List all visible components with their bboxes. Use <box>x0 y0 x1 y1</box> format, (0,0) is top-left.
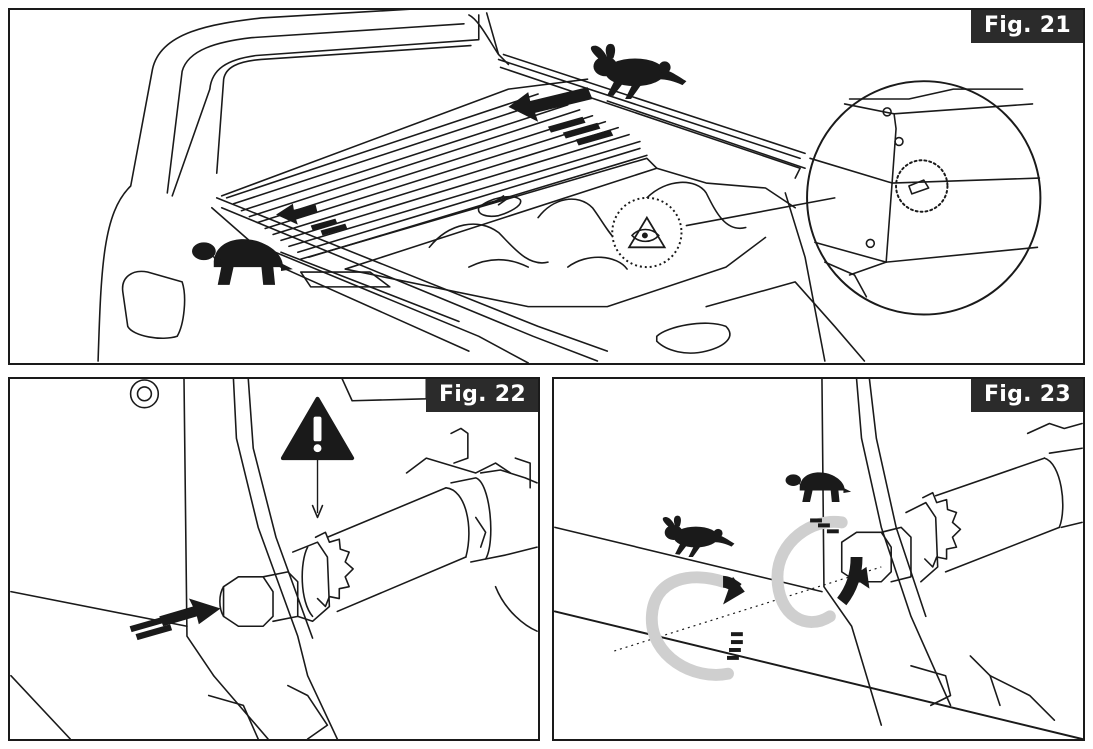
truck-bed-cover-illustration <box>97 10 1042 363</box>
rotation-ring-slow <box>771 515 870 628</box>
turtle-icon <box>192 239 293 285</box>
figure-23-label: Fig. 23 <box>970 379 1083 412</box>
figure-23-panel: Fig. 23 <box>552 377 1085 741</box>
warning-triangle-icon <box>280 396 355 461</box>
rabbit-icon <box>662 515 735 558</box>
figure-22-panel: Fig. 22 <box>8 377 540 741</box>
figure-22-label: Fig. 22 <box>425 379 538 412</box>
rabbit-icon <box>590 43 687 99</box>
roller-rotation-illustration <box>554 379 1083 739</box>
rotation-ring-fast <box>645 571 745 681</box>
figure-21-label: Fig. 21 <box>970 10 1083 43</box>
figure-21-panel: Fig. 21 <box>8 8 1085 365</box>
turtle-icon <box>785 472 852 503</box>
roller-shaft-push-illustration <box>10 379 538 739</box>
eye-inspect-icon <box>611 196 683 269</box>
